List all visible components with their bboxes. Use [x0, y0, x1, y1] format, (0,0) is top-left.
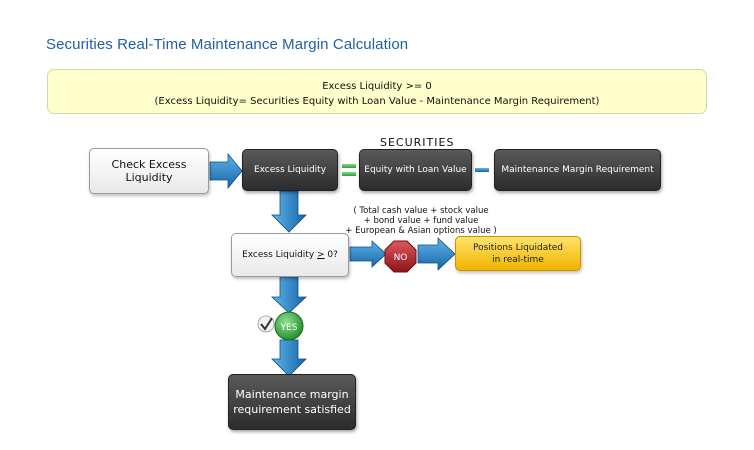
excess-liquidity-label: Excess Liquidity	[253, 165, 327, 175]
equals-sign-bottom	[342, 172, 356, 176]
decision-label: Excess Liquidity > 0?	[242, 250, 338, 260]
positions-liquidated-box: Positions Liquidated in real-time	[455, 236, 581, 271]
equals-sign-top	[342, 164, 356, 168]
arrow-decision-to-no	[349, 240, 387, 268]
formula-condition: Excess Liquidity >= 0	[322, 81, 432, 92]
positions-liquidated-label: Positions Liquidated in real-time	[472, 242, 564, 265]
formula-banner: Excess Liquidity >= 0 (Excess Liquidity=…	[47, 69, 707, 114]
decision-operator: >	[317, 250, 325, 260]
maintenance-margin-requirement-label: Maintenance Margin Requirement	[501, 165, 654, 175]
equity-with-loan-value-box: Equity with Loan Value	[359, 149, 472, 191]
equity-composition-note: ( Total cash value + stock value + bond …	[341, 196, 501, 236]
equity-composition-text: ( Total cash value + stock value + bond …	[345, 206, 497, 236]
excess-liquidity-box: Excess Liquidity	[242, 149, 338, 191]
minus-sign	[475, 168, 489, 172]
arrow-check-to-excess	[209, 152, 243, 190]
securities-label: SECURITIES	[380, 136, 455, 149]
decision-label-prefix: Excess Liquidity	[242, 250, 318, 260]
equity-with-loan-value-label: Equity with Loan Value	[364, 165, 467, 175]
formula-definition: (Excess Liquidity= Securities Equity wit…	[154, 96, 600, 107]
decision-label-suffix: 0?	[324, 250, 338, 260]
arrow-yes-to-satisfied	[271, 339, 307, 377]
arrow-excess-to-decision	[271, 190, 307, 233]
arrow-decision-to-yes	[270, 276, 308, 314]
maintenance-margin-requirement-box: Maintenance Margin Requirement	[494, 149, 661, 191]
no-badge: NO	[384, 240, 417, 273]
decision-box: Excess Liquidity > 0?	[231, 233, 349, 277]
checkmark-icon	[257, 315, 275, 333]
check-excess-liquidity-box: Check Excess Liquidity	[89, 148, 209, 194]
yes-badge-label: YES	[280, 323, 298, 333]
check-excess-liquidity-label: Check Excess Liquidity	[111, 158, 187, 184]
no-badge-label: NO	[394, 253, 408, 263]
yes-badge: YES	[274, 311, 304, 341]
page-title: Securities Real-Time Maintenance Margin …	[46, 36, 409, 53]
arrow-no-to-liquidated	[417, 237, 456, 271]
maintenance-satisfied-box: Maintenance margin requirement satisfied	[228, 374, 356, 430]
maintenance-satisfied-label: Maintenance margin requirement satisfied	[233, 388, 351, 416]
